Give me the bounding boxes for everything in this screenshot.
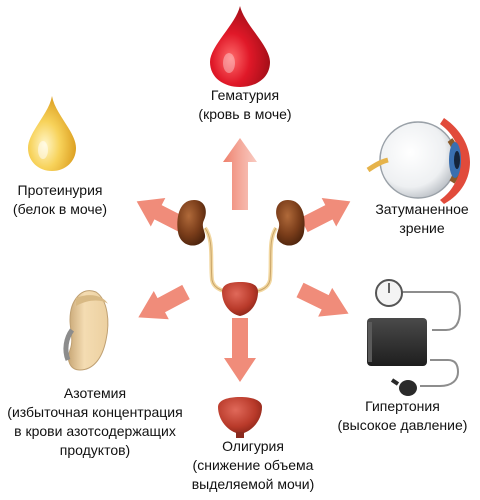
symptom-label-oliguria: Олигурия (снижение объема выделяемой моч…	[168, 437, 338, 494]
symptom-label-blurred-vision: Затуманенное зрение	[364, 200, 480, 238]
blood-pressure-monitor-icon	[367, 279, 462, 396]
symptom-description: выделяемой мочи)	[191, 476, 315, 492]
kidney-icon	[63, 290, 109, 371]
symptom-label-proteinuria: Протеинурия (белок в моче)	[0, 181, 120, 219]
symptom-label-azotemia: Азотемия (избыточная концентрация в кров…	[0, 384, 190, 460]
urinary-system	[177, 200, 305, 316]
symptom-title: Протеинурия	[17, 182, 103, 198]
arrow-upper-left	[136, 198, 187, 233]
arrow-upper-right	[300, 198, 351, 233]
blood-drop-icon	[210, 6, 270, 87]
symptom-label-hypertension: Гипертония (высокое давление)	[325, 397, 480, 435]
arrow-lower-right	[296, 282, 349, 317]
symptom-description: (снижение объема	[192, 457, 314, 473]
symptom-description: (избыточная концентрация	[7, 404, 183, 420]
symptom-title: Олигурия	[222, 438, 284, 454]
kidney-icon	[177, 200, 206, 246]
symptom-title: Затуманенное	[375, 201, 469, 217]
symptom-description: (высокое давление)	[337, 417, 468, 433]
symptom-description: в крови азотсодержащих	[14, 423, 176, 439]
symptom-title: Гипертония	[365, 398, 440, 414]
symptom-title: Азотемия	[63, 385, 127, 401]
arrow-up	[223, 138, 257, 210]
arrow-lower-left	[138, 284, 190, 320]
kidney-icon	[276, 200, 305, 246]
arrow-down	[224, 318, 256, 382]
protein-drop-icon	[28, 96, 76, 171]
symptom-description: (белок в моче)	[12, 201, 108, 217]
symptom-label-hematuria: Гематурия (кровь в моче)	[175, 86, 315, 124]
bladder-icon	[218, 397, 262, 438]
symptom-title: Гематурия	[210, 87, 280, 103]
symptom-description: (кровь в моче)	[198, 106, 292, 122]
symptom-description: продуктов)	[59, 442, 131, 458]
symptom-title-continued: зрение	[399, 220, 445, 236]
bladder-icon	[222, 282, 258, 316]
eye-icon	[366, 118, 470, 204]
